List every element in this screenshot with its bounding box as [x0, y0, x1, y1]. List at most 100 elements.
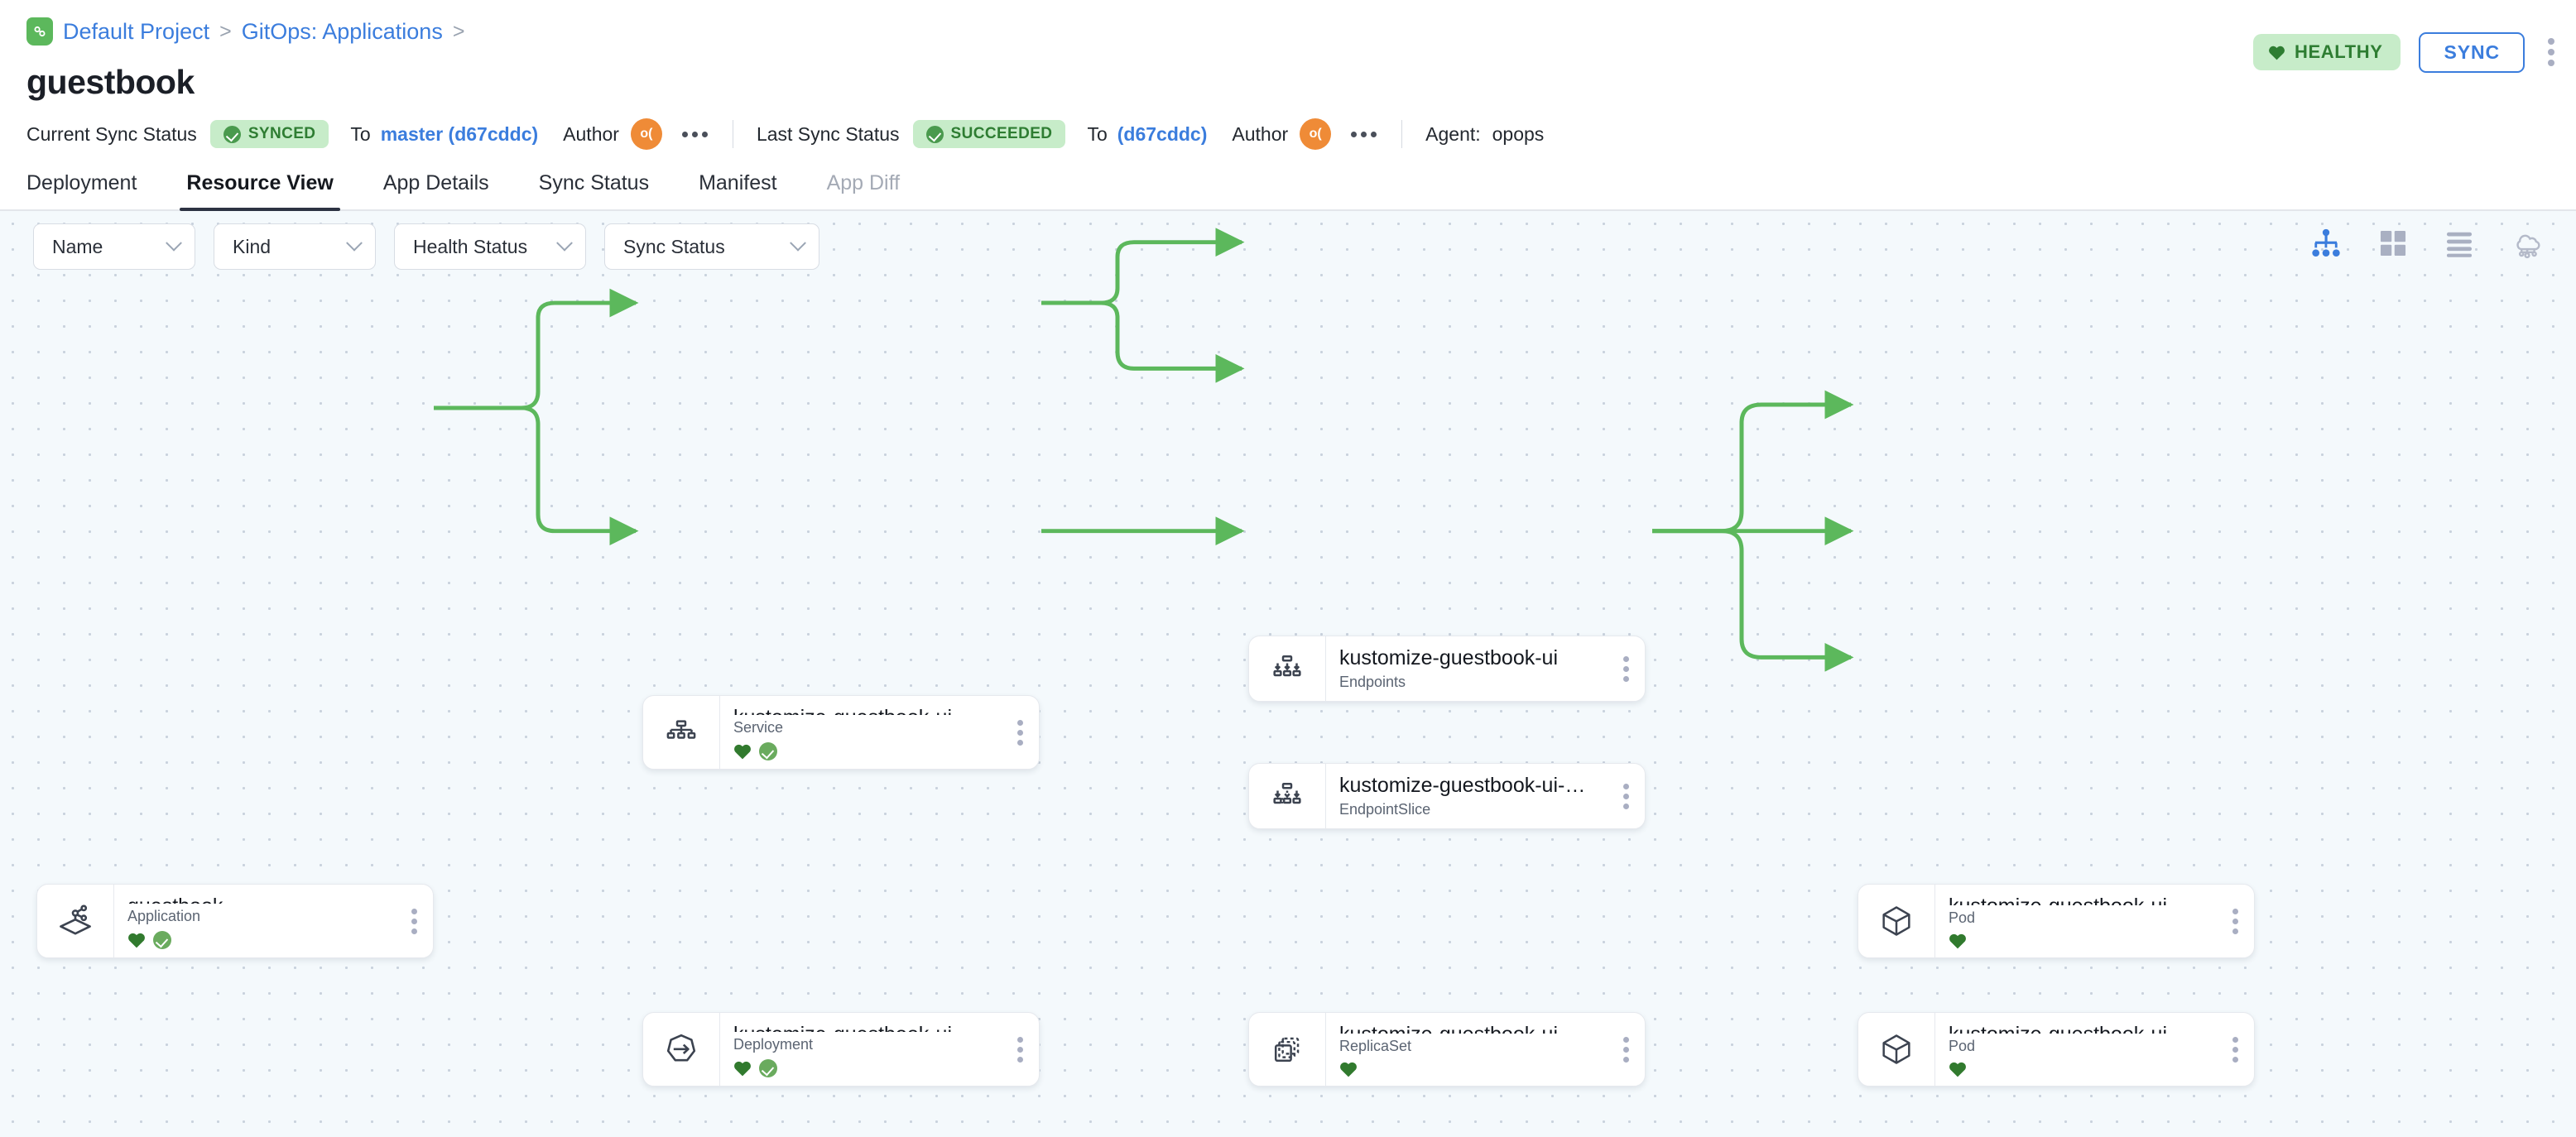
- tab-resource-view[interactable]: Resource View: [168, 171, 351, 211]
- graph-node-replicaset[interactable]: kustomize-guestbook-ui-… ReplicaSet: [1248, 1012, 1646, 1087]
- chevron-down-icon: [790, 234, 806, 252]
- filter-sync-status-select[interactable]: Sync Status: [604, 223, 819, 270]
- agent-value: opops: [1492, 122, 1545, 145]
- node-status: [733, 742, 1001, 760]
- filter-kind-select[interactable]: Kind: [214, 223, 376, 270]
- node-body: kustomize-guestbook-ui-… ReplicaSet: [1325, 1013, 1607, 1086]
- graph-node-service[interactable]: kustomize-guestbook-ui Service: [642, 695, 1040, 770]
- node-name: kustomize-guestbook-ui: [733, 706, 1001, 715]
- node-menu-icon[interactable]: [2216, 885, 2254, 957]
- gitops-shield-icon: [26, 17, 53, 46]
- current-revision-link[interactable]: master (d67cddc): [380, 122, 539, 145]
- check-circle-icon: [925, 125, 944, 143]
- tab-manifest[interactable]: Manifest: [699, 171, 777, 194]
- node-status: [1339, 1061, 1607, 1077]
- node-menu-icon[interactable]: [1001, 696, 1039, 769]
- node-status: [733, 1059, 1001, 1077]
- graph-edges: [434, 228, 1854, 672]
- node-menu-icon[interactable]: [1607, 764, 1645, 828]
- header-overflow-menu-icon[interactable]: [2543, 31, 2559, 73]
- node-menu-icon[interactable]: [1607, 636, 1645, 701]
- node-name: kustomize-guestbook-ui-…: [1339, 1023, 1607, 1034]
- tree-view-icon[interactable]: [2309, 227, 2343, 264]
- node-name: guestbook: [127, 895, 395, 904]
- heart-icon: [1949, 1061, 1967, 1077]
- tab-deployment[interactable]: Deployment: [26, 171, 137, 194]
- filter-sync-status-label: Sync Status: [623, 235, 725, 257]
- sync-button[interactable]: SYNC: [2419, 31, 2525, 73]
- node-menu-icon[interactable]: [395, 885, 433, 957]
- node-status: [1949, 933, 2216, 949]
- node-kind: ReplicaSet: [1339, 1038, 1412, 1054]
- graph-node-deployment[interactable]: kustomize-guestbook-ui Deployment: [642, 1012, 1040, 1087]
- heart-icon: [2268, 44, 2285, 61]
- last-revision-link[interactable]: (d67cddc): [1117, 122, 1208, 145]
- divider: [1401, 120, 1403, 148]
- pod-icon: [1858, 885, 1934, 957]
- tab-app-details[interactable]: App Details: [382, 171, 489, 194]
- page-header: Default Project > GitOps: Applications >…: [0, 0, 2576, 108]
- filter-name-label: Name: [52, 235, 103, 257]
- breadcrumb-separator: >: [219, 19, 232, 43]
- current-author-label: Author: [563, 122, 619, 145]
- breadcrumb-item-default-project[interactable]: Default Project: [63, 18, 210, 44]
- heart-icon: [733, 743, 752, 760]
- current-sync-more-icon[interactable]: [680, 127, 709, 142]
- tab-app-diff: App Diff: [826, 171, 901, 194]
- node-kind: Service: [733, 719, 784, 736]
- node-kind: Pod: [1949, 1038, 1976, 1054]
- node-body: kustomize-guestbook-ui Deployment: [719, 1013, 1001, 1086]
- node-status: [127, 931, 395, 949]
- resource-graph-canvas[interactable]: Name Kind Health Status Sync Status: [0, 211, 2576, 1137]
- node-kind: Endpoints: [1339, 674, 1406, 691]
- graph-node-pod-2[interactable]: kustomize-guestbook-ui-… Pod: [1858, 1012, 2255, 1087]
- check-circle-icon: [223, 125, 241, 143]
- view-mode-switcher: [2309, 226, 2545, 265]
- network-view-icon[interactable]: [2510, 226, 2545, 265]
- graph-node-pod-1[interactable]: kustomize-guestbook-ui-… Pod: [1858, 884, 2255, 958]
- check-circle-icon: [759, 1059, 777, 1077]
- heart-icon: [733, 1060, 752, 1077]
- list-view-icon[interactable]: [2444, 228, 2475, 263]
- endpointslice-icon: [1249, 764, 1325, 828]
- heart-icon: [127, 932, 146, 948]
- node-menu-icon[interactable]: [2216, 1013, 2254, 1086]
- node-name: kustomize-guestbook-ui-…: [1949, 1023, 2216, 1034]
- breadcrumb: Default Project > GitOps: Applications >: [26, 0, 2550, 63]
- node-body: guestbook Application: [113, 885, 395, 957]
- graph-node-endpoints[interactable]: kustomize-guestbook-ui Endpoints: [1248, 636, 1646, 702]
- node-menu-icon[interactable]: [1607, 1013, 1645, 1086]
- tab-bar: Deployment Resource View App Details Syn…: [0, 160, 2576, 211]
- node-menu-icon[interactable]: [1001, 1013, 1039, 1086]
- last-author-avatar[interactable]: o(: [1300, 118, 1332, 150]
- node-kind: EndpointSlice: [1339, 801, 1431, 818]
- node-body: kustomize-guestbook-ui Service: [719, 696, 1001, 769]
- page-title: guestbook: [26, 63, 195, 101]
- node-kind: Pod: [1949, 909, 1976, 926]
- chevron-down-icon: [166, 234, 182, 252]
- breadcrumb-item-gitops-applications[interactable]: GitOps: Applications: [241, 18, 443, 44]
- graph-node-endpointslice[interactable]: kustomize-guestbook-ui-… EndpointSlice: [1248, 763, 1646, 829]
- node-name: kustomize-guestbook-ui-…: [1949, 895, 2216, 905]
- node-body: kustomize-guestbook-ui-… EndpointSlice: [1325, 764, 1607, 828]
- replicaset-icon: [1249, 1013, 1325, 1086]
- tab-sync-status[interactable]: Sync Status: [538, 171, 650, 194]
- last-sync-more-icon[interactable]: [1349, 127, 1378, 142]
- node-body: kustomize-guestbook-ui-… Pod: [1934, 885, 2216, 957]
- filter-name-select[interactable]: Name: [33, 223, 195, 270]
- pod-icon: [1858, 1013, 1934, 1086]
- current-sync-status-badge-label: SYNCED: [248, 125, 316, 142]
- graph-layer: guestbook Application: [0, 211, 2576, 1137]
- chevron-down-icon: [556, 234, 573, 252]
- node-name: kustomize-guestbook-ui: [1339, 645, 1559, 669]
- chevron-down-icon: [346, 234, 363, 252]
- title-row: guestbook: [26, 63, 2550, 108]
- sync-status-strip: Current Sync Status SYNCED To master (d6…: [0, 108, 2576, 160]
- current-sync-status-label: Current Sync Status: [26, 122, 197, 145]
- graph-node-application[interactable]: guestbook Application: [36, 884, 434, 958]
- last-author-label: Author: [1232, 122, 1289, 145]
- grid-view-icon[interactable]: [2377, 228, 2409, 263]
- filter-health-status-select[interactable]: Health Status: [394, 223, 586, 270]
- current-author-avatar[interactable]: o(: [630, 118, 662, 150]
- node-body: kustomize-guestbook-ui Endpoints: [1325, 636, 1607, 701]
